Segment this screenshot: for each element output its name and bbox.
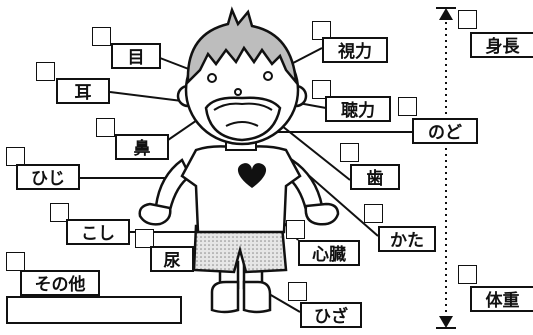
checkbox-sonota[interactable] <box>6 252 25 271</box>
label-hana: 鼻 <box>115 134 169 160</box>
label-kata: かた <box>378 226 436 252</box>
label-sonota: その他 <box>20 270 100 296</box>
label-chouryoku: 聴力 <box>325 96 391 122</box>
checkbox-chouryoku[interactable] <box>312 80 331 99</box>
checkbox-nyou[interactable] <box>135 229 154 248</box>
label-shinchou: 身長 <box>470 32 533 58</box>
head <box>176 6 308 146</box>
label-koshi: こし <box>66 219 130 245</box>
label-shiryoku: 視力 <box>322 37 388 63</box>
checkbox-hana[interactable] <box>96 118 115 137</box>
label-mimi: 耳 <box>56 78 110 104</box>
checkbox-hiji[interactable] <box>6 147 25 166</box>
checkbox-shiryoku[interactable] <box>312 21 331 40</box>
label-hiza: ひざ <box>300 302 362 328</box>
checkbox-mimi[interactable] <box>36 62 55 81</box>
tshirt <box>180 145 302 234</box>
label-shinzou: 心臓 <box>298 240 360 266</box>
checkbox-nodo[interactable] <box>398 97 417 116</box>
label-nodo: のど <box>412 118 478 144</box>
checkbox-me[interactable] <box>92 27 111 46</box>
checkbox-hiza[interactable] <box>288 282 307 301</box>
label-hiji: ひじ <box>16 164 80 190</box>
checkbox-shinchou[interactable] <box>458 10 477 29</box>
label-taijuu: 体重 <box>470 286 533 312</box>
label-me: 目 <box>111 43 161 69</box>
checkbox-shinzou[interactable] <box>286 220 305 239</box>
heart-icon <box>237 163 267 188</box>
checkbox-kata[interactable] <box>364 204 383 223</box>
label-nyou: 尿 <box>150 246 194 272</box>
other-text-field[interactable] <box>6 296 182 324</box>
checkbox-koshi[interactable] <box>50 203 69 222</box>
checkbox-taijuu[interactable] <box>458 265 477 284</box>
checkbox-ha[interactable] <box>340 143 359 162</box>
shorts <box>192 224 288 274</box>
height-arrow <box>436 7 456 329</box>
label-ha: 歯 <box>350 164 400 190</box>
